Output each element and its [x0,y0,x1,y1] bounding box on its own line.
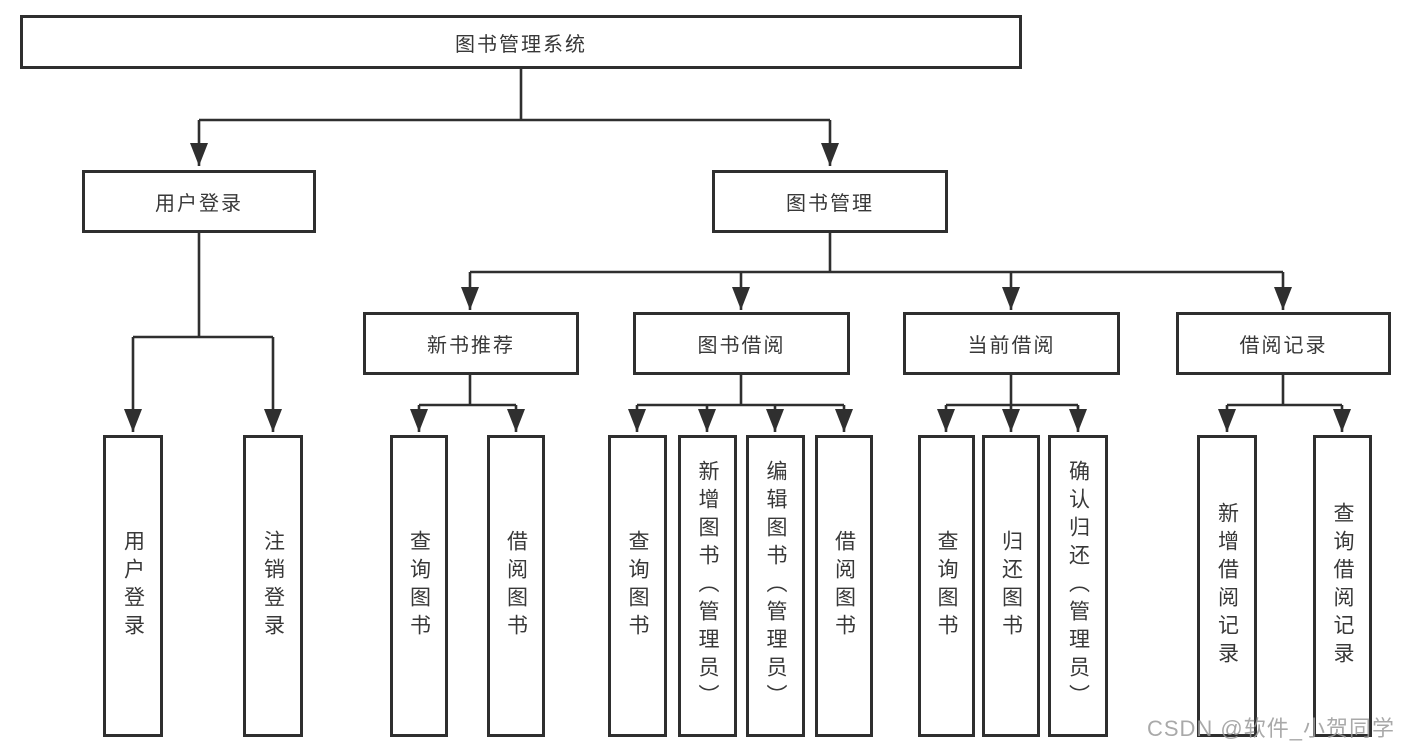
leaf-query-books-borrowing: 查询图书 [608,435,667,737]
node-label: 查询图书 [935,530,958,642]
leaf-edit-books-admin: 编辑图书（管理员） [746,435,805,737]
leaf-query-borrow-record: 查询借阅记录 [1313,435,1372,737]
node-label: 查询借阅记录 [1331,502,1354,670]
node-label: 编辑图书（管理员） [764,460,787,712]
node-label: 用户登录 [155,193,243,215]
node-label: 新增借阅记录 [1215,502,1239,670]
node-label: 借阅图书 [832,530,856,642]
leaf-add-books-admin: 新增图书（管理员） [678,435,737,737]
node-label: 当前借阅 [967,335,1056,357]
node-label: 新书推荐 [427,335,515,357]
node-current-borrowing: 当前借阅 [903,312,1120,375]
node-library-management-system: 图书管理系统 [20,15,1022,69]
leaf-query-books-current: 查询图书 [918,435,975,737]
node-book-management: 图书管理 [712,170,948,233]
leaf-borrow-books-recommend: 借阅图书 [487,435,545,737]
node-label: 图书管理系统 [455,33,587,56]
leaf-query-books-recommend: 查询图书 [390,435,448,737]
node-label: 归还图书 [999,530,1023,642]
node-borrowing-records: 借阅记录 [1176,312,1391,375]
leaf-borrow-books: 借阅图书 [815,435,873,737]
node-label: 借阅图书 [504,530,528,642]
node-user-login: 用户登录 [82,170,316,233]
leaf-return-books: 归还图书 [982,435,1040,737]
leaf-add-borrow-record: 新增借阅记录 [1197,435,1257,737]
node-label: 借阅记录 [1239,335,1328,357]
node-label: 注销登录 [261,530,285,642]
node-label: 用户登录 [121,530,145,642]
node-new-book-recommendation: 新书推荐 [363,312,579,375]
node-label: 查询图书 [626,530,649,642]
watermark: CSDN @软件_小贺同学 [1146,716,1395,741]
node-label: 新增图书（管理员） [696,460,719,712]
node-label: 图书管理 [786,193,874,215]
leaf-confirm-return-admin: 确认归还（管理员） [1048,435,1108,737]
node-book-borrowing: 图书借阅 [633,312,850,375]
node-label: 确认归还（管理员） [1066,460,1090,712]
leaf-user-login: 用户登录 [103,435,163,737]
node-label: 图书借阅 [697,335,786,357]
leaf-logout-login: 注销登录 [243,435,303,737]
node-label: 查询图书 [407,530,431,642]
